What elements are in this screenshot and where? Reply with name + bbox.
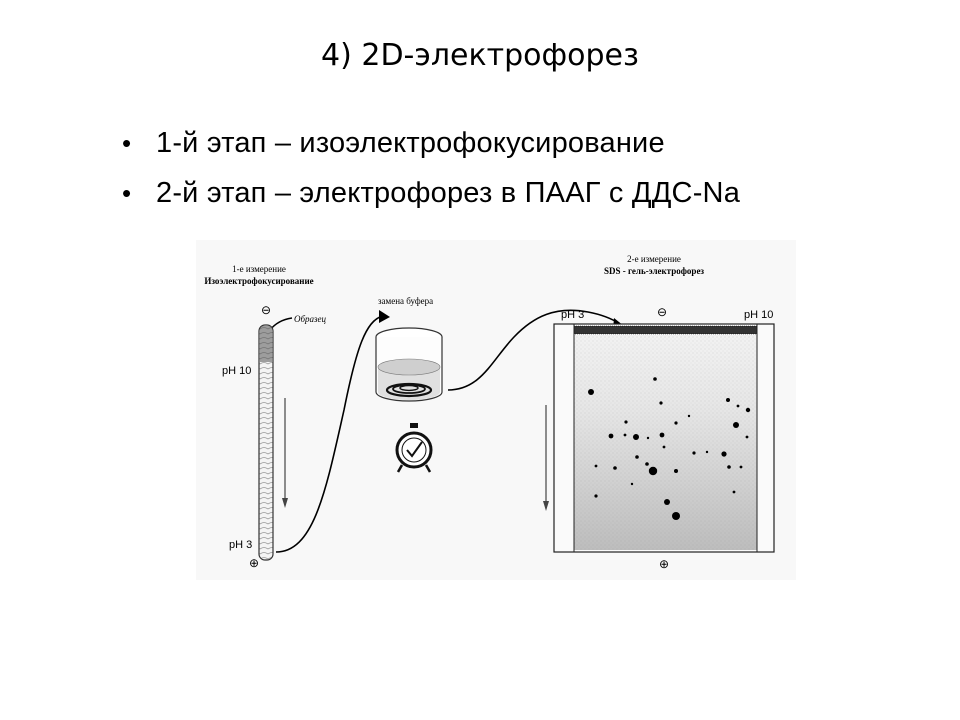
sample-label: Образец [294,314,327,324]
bullet-text-1: 1-й этап – изоэлектрофокусирование [156,127,665,159]
gel-ph-right: pH 10 [744,309,773,321]
first-dim-title: 1-е измерение [232,264,286,274]
gel-texture [574,335,757,550]
second-dim-title: 2-е измерение [627,254,681,264]
protein-spots [588,377,751,520]
tube-ph-bottom: pH 3 [229,539,252,551]
bullet-list: • 1-й этап – изоэлектрофокусирование • 2-й… [120,118,740,218]
bullet-dot-icon: • [122,128,132,158]
bullet-item-1: • 1-й этап – изоэлектрофокусирование [120,118,740,168]
tube-to-beaker-arrow-head [379,310,390,323]
tube-cathode-symbol: ⊖ [261,303,271,317]
gel-ph-left: pH 3 [561,309,584,321]
electrophoresis-figure: 1-е измерение Изоэлектрофокусирование ⊖ … [196,240,796,580]
bullet-text-2: 2-й этап – электрофорез в ПААГ с ДДС-Na [156,177,741,209]
first-dim-subtitle: Изоэлектрофокусирование [204,276,313,286]
gel-cathode-symbol: ⊖ [657,305,667,319]
stopwatch-icon [395,423,433,473]
tube-anode-symbol: ⊕ [249,556,259,570]
second-dim-subtitle: SDS - гель-электрофорез [604,266,704,276]
bullet-dot-icon: • [122,178,132,208]
gel-tube [258,324,274,561]
bullet-item-2: • 2-й этап – электрофорез в ПААГ с ДДС-Na [120,168,740,218]
sample-zone [260,326,272,362]
buffer-beaker [375,327,443,402]
slide-title: 4) 2D-электрофорез [321,38,639,73]
tube-to-beaker-arrow [275,315,385,553]
ief-strip [574,326,757,334]
gel-anode-symbol: ⊕ [659,557,669,571]
buffer-label: замена буфера [378,296,433,306]
migration-arrow-1-head [282,498,288,508]
beaker-to-gel-arrow [447,309,621,391]
tube-ph-top: pH 10 [222,365,251,377]
migration-arrow-2-head [543,501,549,511]
